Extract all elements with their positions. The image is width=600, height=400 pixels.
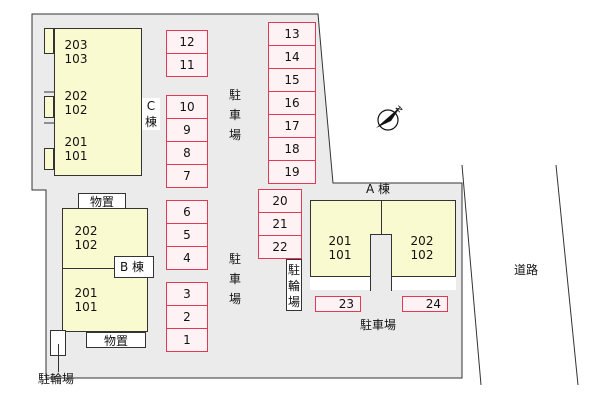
parking-slot: 1	[166, 328, 208, 352]
parking-slot: 15	[268, 68, 316, 92]
parking-label-middle: 駐車場	[228, 252, 241, 306]
parking-label-upper: 駐車場	[228, 88, 241, 142]
building-c-name: C 棟	[142, 98, 160, 130]
parking-slot: 13	[268, 22, 316, 46]
road-edge-right	[555, 164, 579, 386]
building-c-stair-3	[44, 148, 54, 170]
road-label: 道路	[514, 263, 539, 277]
parking-slot: 5	[166, 223, 208, 247]
north-arrow-icon: N	[376, 104, 405, 131]
parking-slot: 20	[258, 189, 302, 213]
north-letter: N	[394, 104, 405, 115]
building-b-divider	[62, 268, 148, 269]
storage-bottom: 物置	[86, 332, 146, 348]
parking-slot: 9	[166, 118, 208, 142]
parking-slot: 10	[166, 95, 208, 119]
bike-parking-vertical	[286, 259, 302, 311]
parking-slot: 8	[166, 141, 208, 165]
parking-slot: 6	[166, 200, 208, 224]
parking-slot: 24	[402, 296, 448, 312]
parking-slot: 2	[166, 305, 208, 329]
parking-slot: 22	[258, 235, 302, 259]
parking-slot: 4	[166, 246, 208, 270]
parking-slot: 14	[268, 45, 316, 69]
parking-label-a: 駐車場	[360, 318, 397, 332]
parking-slot: 3	[166, 282, 208, 306]
parking-slot: 23	[315, 296, 361, 312]
parking-slot: 19	[268, 160, 316, 184]
building-c-stair-1	[44, 28, 54, 54]
parking-slot: 17	[268, 114, 316, 138]
road-edge-left	[461, 164, 482, 386]
parking-slot: 18	[268, 137, 316, 161]
parking-slot: 11	[166, 53, 208, 77]
building-c	[54, 28, 142, 176]
building-b-name: B 棟	[119, 260, 146, 274]
bike-parking-label-bottom: 駐輪場	[38, 372, 75, 386]
parking-slot: 21	[258, 212, 302, 236]
parking-slot: 12	[166, 30, 208, 54]
bike-parking-label-vertical: 駐輪場	[287, 263, 300, 309]
parking-slot: 16	[268, 91, 316, 115]
building-c-stair-2	[44, 96, 54, 118]
building-a-name: A 棟	[366, 182, 391, 196]
storage-top: 物置	[78, 193, 126, 209]
parking-slot: 7	[166, 164, 208, 188]
building-a-balcony-right	[392, 276, 456, 290]
bike-parking-small-line	[58, 344, 59, 372]
building-a-balcony-left	[310, 276, 370, 290]
building-a-notch	[370, 234, 392, 291]
